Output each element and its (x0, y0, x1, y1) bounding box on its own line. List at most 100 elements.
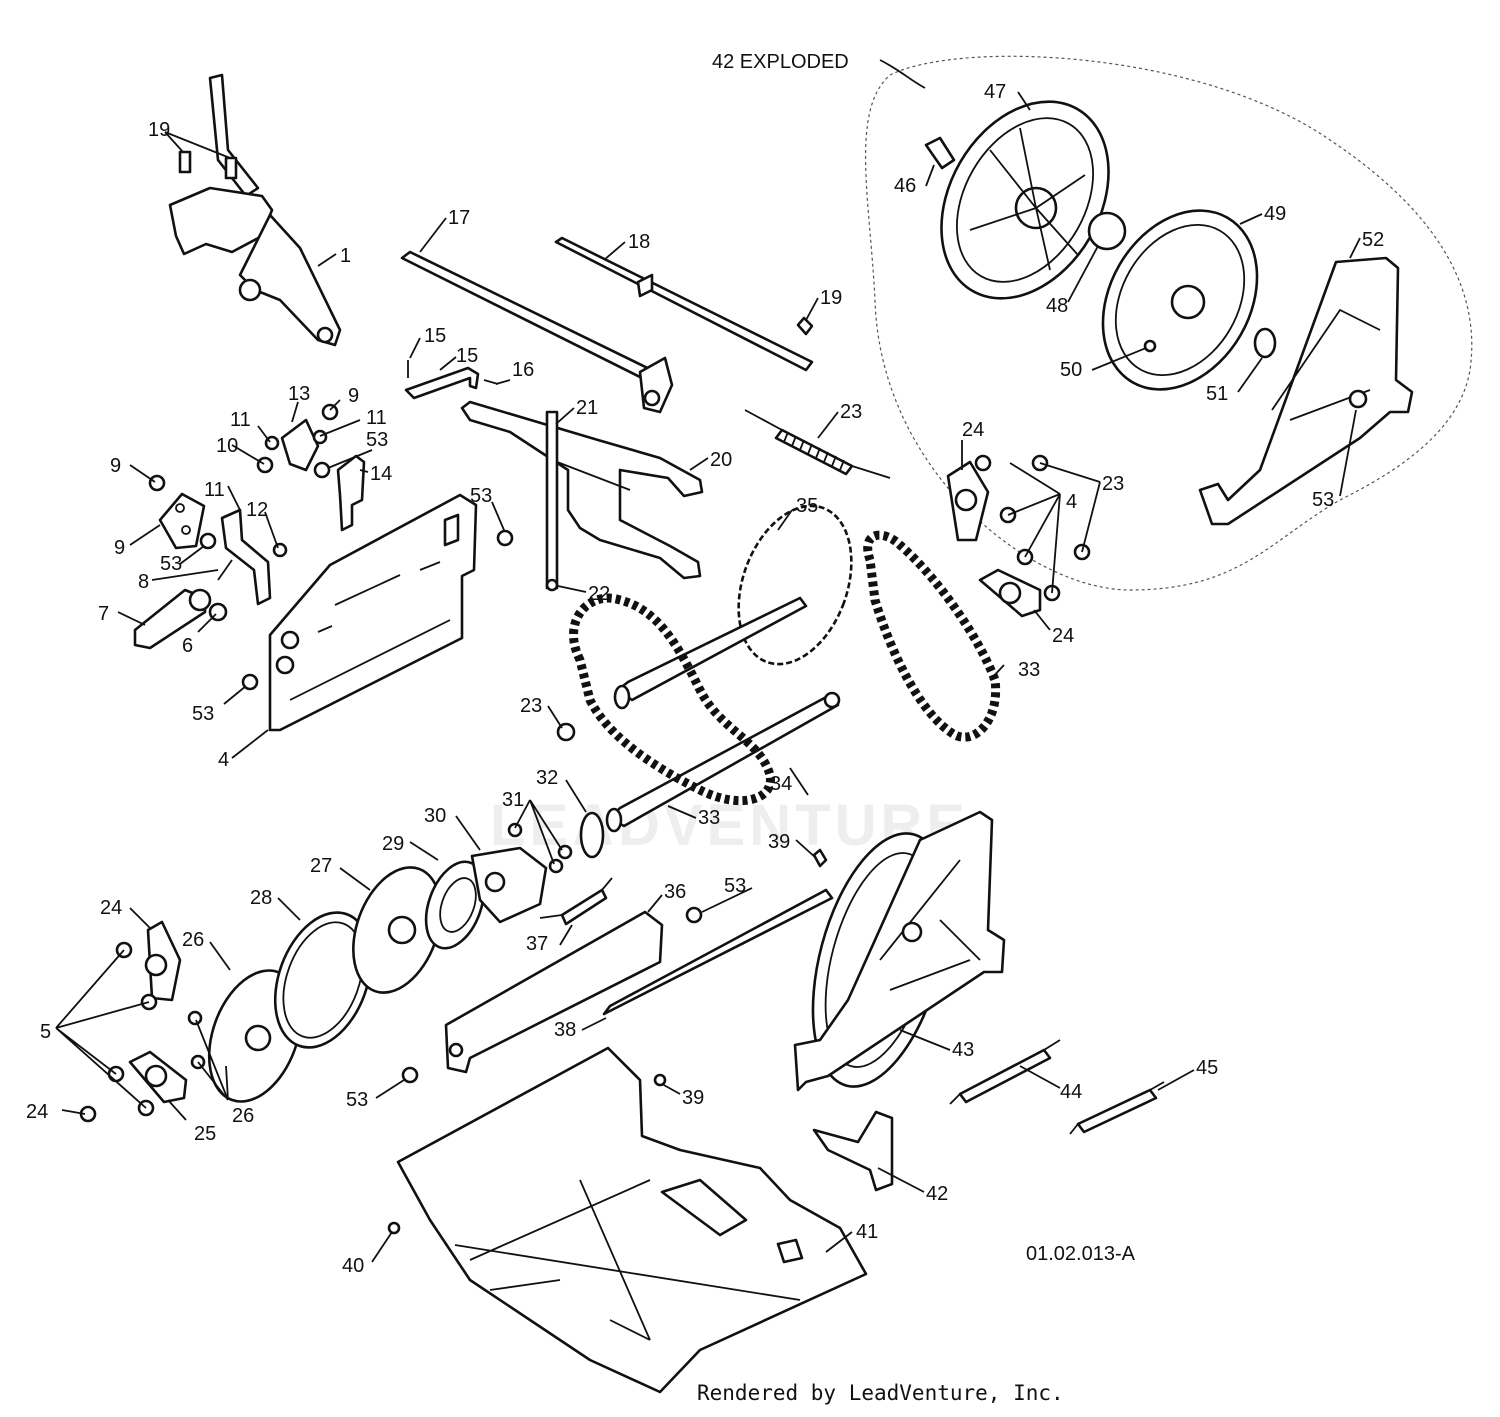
part-48-plate (1101, 209, 1259, 391)
fasteners-left (148, 403, 514, 691)
part-36-spring (539, 877, 613, 926)
callout-24-c: 24 (100, 897, 122, 919)
callout-31: 32 (536, 767, 558, 789)
callout-49: 50 (1060, 359, 1082, 381)
callout-46: 47 (984, 81, 1006, 103)
part-30-bolts (507, 822, 573, 874)
callout-38: 39 (768, 831, 790, 853)
callout-47: 48 (1046, 295, 1068, 317)
part-53-bolt-center (685, 906, 703, 924)
callout-30: 31 (502, 789, 524, 811)
part-53-bolt-lower (401, 1066, 419, 1084)
callout-24-a: 24 (962, 419, 984, 441)
callout-53-e: 53 (724, 875, 746, 897)
part-20-rod (545, 410, 559, 590)
callout-52: 53 (1312, 489, 1334, 511)
part-27-ring (273, 911, 373, 1049)
callout-15-a: 15 (424, 325, 446, 347)
part-42-housing (793, 810, 1006, 1092)
part-34-sprocket (737, 504, 853, 666)
part-37-rod (602, 888, 834, 1016)
part-18-clip (796, 316, 814, 336)
callout-11-b: 11 (366, 407, 387, 429)
part-21-clip (545, 578, 559, 592)
callout-22: 23 (840, 401, 862, 423)
callout-24-d: 25 (194, 1123, 216, 1145)
callout-48: 49 (1264, 203, 1286, 225)
callout-53-a: 53 (366, 429, 388, 451)
callout-labels: 42 EXPLODED 01.02.013-A 1 19 4 4 5 6 7 8… (26, 51, 1384, 1277)
callout-6: 7 (98, 603, 109, 625)
footer-credit: Rendered by LeadVenture, Inc. (697, 1381, 1064, 1405)
leader-lines (55, 59, 1361, 1263)
callout-7: 8 (138, 571, 149, 593)
part-24-flange-left-lower (128, 1050, 188, 1104)
callout-40: 41 (856, 1221, 878, 1243)
callout-4-right: 4 (1066, 491, 1077, 513)
callout-10: 11 (204, 479, 225, 501)
part-1-shift-lever (168, 73, 342, 347)
callout-13: 14 (370, 463, 392, 485)
part-39-screw-lower (387, 1221, 401, 1235)
callout-35: 36 (664, 881, 686, 903)
callout-11-a: 11 (230, 409, 251, 431)
part-46-hub (940, 100, 1110, 300)
part-24-flange-lower (978, 568, 1042, 618)
part-6-link (133, 588, 228, 650)
part-35-bracket (444, 910, 664, 1074)
part-40-base (396, 1046, 868, 1394)
callout-2: 19 (148, 119, 170, 141)
part-24-flange-upper (946, 460, 990, 542)
part-45-stud (924, 136, 956, 170)
part-28-bearing (424, 860, 486, 950)
callout-25: 26 (232, 1105, 254, 1127)
callout-20: 21 (576, 397, 598, 419)
part-26-disc-right (352, 866, 442, 994)
callout-23-mid: 23 (520, 695, 542, 717)
callout-15-b: 16 (512, 359, 534, 381)
callout-53-d: 53 (192, 703, 214, 725)
part-3-plate (268, 493, 478, 732)
callout-37: 38 (554, 1019, 576, 1041)
callout-12: 13 (288, 383, 310, 405)
callout-50: 51 (1206, 383, 1228, 405)
callout-29: 30 (424, 805, 446, 827)
callout-33-right: 33 (1018, 659, 1040, 681)
callout-44: 45 (1196, 1057, 1218, 1079)
callout-39-upper: 39 (682, 1087, 704, 1109)
callout-26-left: 26 (182, 929, 204, 951)
part-24-flange-left-upper (144, 920, 182, 1002)
part-31-ring (579, 811, 605, 859)
part-52-nut (1348, 389, 1368, 409)
callout-21: 22 (588, 583, 610, 605)
part-13-bracket (336, 454, 366, 532)
callout-19: 20 (710, 449, 732, 471)
callout-3: 4 (218, 749, 229, 771)
callout-11-c: 12 (246, 499, 268, 521)
part-17-rod (554, 236, 814, 372)
callout-4-left: 5 (40, 1021, 51, 1043)
callout-23-left: 24 (26, 1101, 48, 1123)
callout-34: 35 (796, 495, 818, 517)
callout-9-mid: 10 (216, 435, 238, 457)
callout-1: 1 (340, 245, 351, 267)
part-10-bracket (220, 508, 272, 606)
callout-17: 18 (628, 231, 650, 253)
part-22-spring (744, 409, 891, 479)
part-33-chain-left (569, 593, 775, 806)
callout-53-f: 53 (346, 1089, 368, 1111)
part-8-plate (158, 492, 206, 550)
callout-33-left: 34 (770, 773, 792, 795)
part-19-bracket (460, 400, 704, 580)
callout-39-lower: 40 (342, 1255, 364, 1277)
callout-51: 52 (1362, 229, 1384, 251)
part-39-screw-upper (653, 1073, 667, 1087)
callout-42: 43 (952, 1039, 974, 1061)
callout-16: 17 (448, 207, 470, 229)
callout-9-left: 9 (110, 455, 121, 477)
callout-43: 44 (1060, 1081, 1082, 1103)
callout-26-right: 27 (310, 855, 332, 877)
drawing-number: 01.02.013-A (1026, 1243, 1136, 1265)
